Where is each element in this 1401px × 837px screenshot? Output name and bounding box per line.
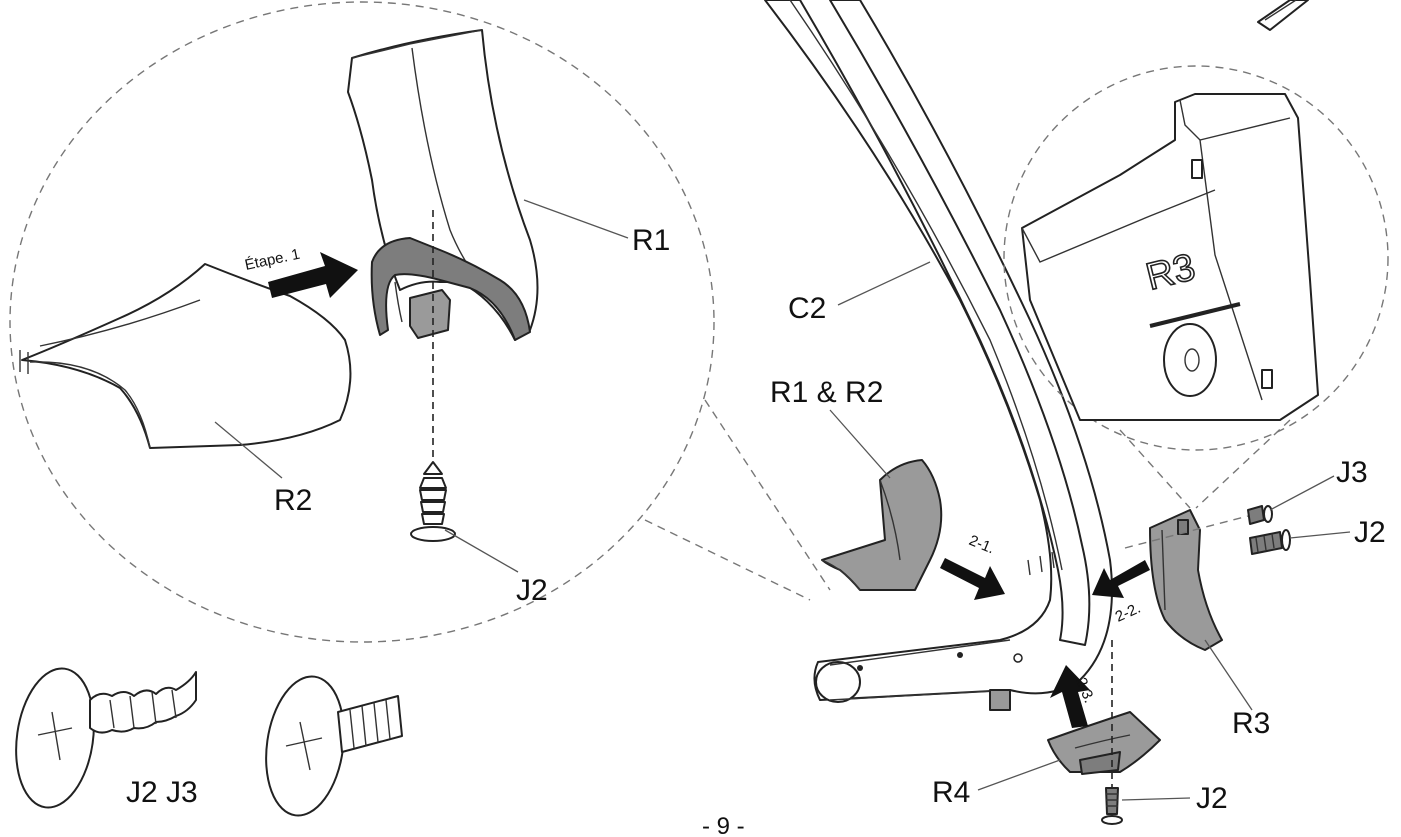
screwdriver-icon xyxy=(1257,0,1309,31)
part-r2-cover: R2 xyxy=(19,263,352,517)
part-r3-cover: R3 xyxy=(1149,509,1270,740)
screw-j2-right: J2 xyxy=(1249,516,1386,555)
label-r3: R3 xyxy=(1232,707,1270,740)
label-step2-2: 2-2. xyxy=(1113,600,1144,626)
detail-circle-right: R3 xyxy=(1003,65,1389,509)
label-screw-legend: J2 J3 xyxy=(126,776,198,809)
label-step1: Étape. 1 xyxy=(243,246,301,274)
frame-c2: C2 xyxy=(764,0,1113,711)
detail-circle-left xyxy=(9,1,831,643)
label-r1-r2: R1 & R2 xyxy=(770,376,883,409)
screw-j3-right: J3 xyxy=(1124,456,1368,549)
label-j2-right: J2 xyxy=(1354,516,1386,549)
label-r2: R2 xyxy=(274,484,312,517)
part-r4-cover: R4 xyxy=(932,640,1161,809)
label-r1: R1 xyxy=(632,224,670,257)
label-j3: J3 xyxy=(1336,456,1368,489)
legend-screw-j3 xyxy=(265,675,403,817)
page-number: - 9 - xyxy=(702,813,745,837)
part-r1-cover: R1 xyxy=(347,29,670,341)
label-j2-bottom: J2 xyxy=(1196,782,1228,815)
step2-1-arrow: 2-1. xyxy=(940,532,1005,600)
label-step2-1: 2-1. xyxy=(967,532,997,557)
step2-3-arrow: 2-3. xyxy=(1050,665,1098,728)
screw-j2-detail: J2 xyxy=(410,210,548,607)
label-j2-detail: J2 xyxy=(516,574,548,607)
label-r4: R4 xyxy=(932,776,970,809)
part-r1-r2-assembled: R1 & R2 xyxy=(770,376,943,591)
legend-screw-j2 xyxy=(15,667,197,809)
screw-j2-bottom: J2 xyxy=(1101,782,1228,825)
label-c2: C2 xyxy=(788,292,826,325)
